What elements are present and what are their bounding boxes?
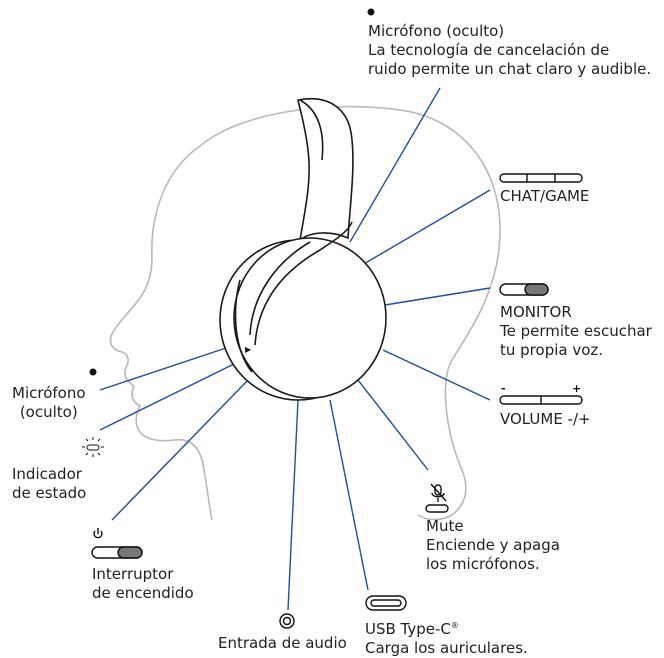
label-mic-left-line1: Micrófono bbox=[12, 384, 86, 402]
status-light-icon bbox=[82, 437, 104, 457]
label-power: Interruptor de encendido bbox=[92, 565, 194, 603]
label-chat-game: CHAT/GAME bbox=[500, 187, 589, 206]
label-mic-top: Micrófono (oculto) La tecnología de canc… bbox=[368, 22, 651, 79]
label-volume: VOLUME -/+ bbox=[500, 410, 591, 429]
callout-lines bbox=[99, 87, 491, 611]
label-monitor: MONITOR Te permite escuchar tu propia vo… bbox=[500, 303, 652, 360]
label-status-line2: de estado bbox=[12, 484, 87, 502]
face-outline bbox=[109, 145, 213, 521]
label-mic-top-title: Micrófono (oculto) bbox=[368, 22, 505, 40]
callout-usb bbox=[329, 399, 369, 591]
slider-switch-icon bbox=[91, 546, 143, 559]
label-volume-title: VOLUME -/+ bbox=[500, 410, 591, 428]
headband bbox=[297, 98, 354, 242]
label-audio-in: Entrada de audio bbox=[218, 634, 347, 653]
label-mic-top-line1: La tecnología de cancelación de bbox=[368, 41, 610, 59]
arm-front-edge bbox=[249, 241, 311, 336]
callout-monitor bbox=[384, 287, 491, 306]
headset bbox=[219, 98, 387, 401]
ear-cup-rim bbox=[234, 279, 253, 373]
callout-status bbox=[99, 361, 239, 431]
label-status-line1: Indicador bbox=[12, 465, 82, 483]
label-mute: Mute Enciende y apaga los micrófonos. bbox=[426, 517, 560, 574]
label-usb: USB Type-C® Carga los auriculares. bbox=[365, 616, 528, 658]
label-mic-top-line2: ruido permite un chat claro y audible. bbox=[368, 60, 652, 78]
label-mute-line1: Enciende y apaga bbox=[426, 536, 560, 554]
label-mic-left: Micrófono (oculto) bbox=[12, 384, 86, 422]
label-mute-title: Mute bbox=[426, 517, 464, 535]
usb-c-port-icon bbox=[365, 595, 407, 611]
logo-mark: ▶ bbox=[245, 345, 252, 354]
label-usb-title: USB Type-C® bbox=[365, 616, 528, 639]
slider-switch-icon bbox=[499, 283, 549, 296]
callout-volume bbox=[382, 349, 491, 401]
callout-power bbox=[111, 377, 251, 521]
label-usb-title-text: USB Type-C bbox=[365, 620, 451, 638]
label-mute-line2: los micrófonos. bbox=[426, 555, 540, 573]
label-chat-game-title: CHAT/GAME bbox=[500, 187, 590, 205]
power-icon bbox=[93, 528, 103, 539]
audio-jack-icon bbox=[279, 613, 295, 629]
volume-rocker-icon bbox=[499, 395, 583, 405]
mic-dot-icon bbox=[89, 368, 97, 376]
ear-cup bbox=[233, 237, 387, 399]
callout-audio bbox=[287, 399, 299, 611]
chat-game-slider-icon bbox=[499, 173, 583, 183]
volume-plus: + bbox=[572, 382, 581, 395]
callout-chat-game bbox=[344, 189, 491, 276]
label-monitor-line1: Te permite escuchar bbox=[500, 322, 652, 340]
label-mic-left-line2: (oculto) bbox=[19, 403, 78, 421]
volume-minus: - bbox=[501, 382, 506, 395]
arm-front bbox=[254, 221, 353, 346]
label-power-line1: Interruptor bbox=[92, 565, 174, 583]
svg-text:▶: ▶ bbox=[245, 345, 252, 354]
label-monitor-line2: tu propia voz. bbox=[500, 341, 604, 359]
label-usb-line1: Carga los auriculares. bbox=[365, 639, 528, 657]
headband-inner bbox=[299, 99, 324, 161]
label-power-line2: de encendido bbox=[92, 584, 194, 602]
head-outline bbox=[199, 105, 501, 521]
callout-mic-left bbox=[99, 345, 233, 391]
callout-mic-top bbox=[349, 87, 441, 243]
mic-dot-icon bbox=[367, 8, 375, 16]
label-audio-in-title: Entrada de audio bbox=[218, 634, 347, 652]
mute-mic-icon bbox=[425, 483, 449, 513]
callout-mute bbox=[357, 379, 429, 471]
label-monitor-title: MONITOR bbox=[500, 303, 572, 321]
label-status: Indicador de estado bbox=[12, 465, 86, 503]
label-usb-sup: ® bbox=[450, 621, 459, 630]
